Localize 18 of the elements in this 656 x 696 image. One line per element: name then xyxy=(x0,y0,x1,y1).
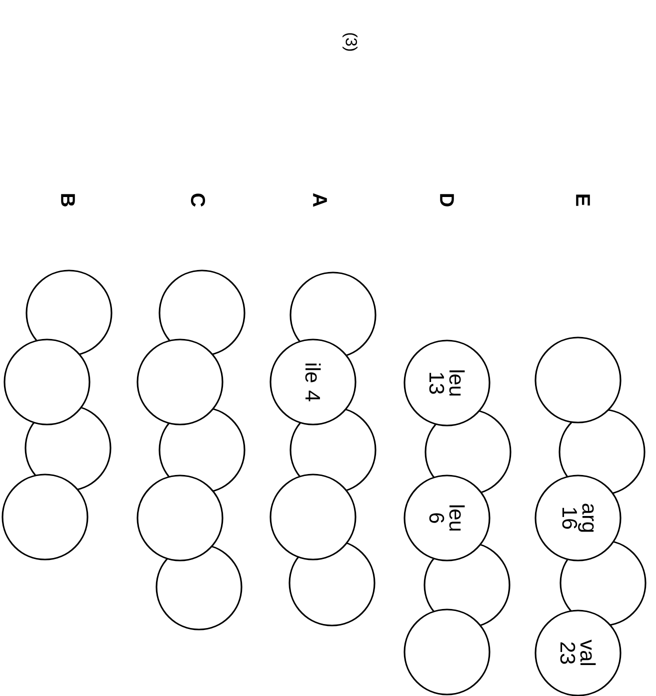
residue-circle xyxy=(158,270,246,356)
residue-circle xyxy=(404,608,490,696)
residue-circle xyxy=(4,338,90,426)
residue-circle xyxy=(136,338,224,426)
node-label: val 23 xyxy=(560,640,596,666)
row-label: C xyxy=(190,194,206,207)
residue-circle xyxy=(136,474,224,562)
row-label: E xyxy=(576,194,590,206)
residue-circle xyxy=(270,474,356,560)
row-label: D xyxy=(440,194,454,206)
row-label: A xyxy=(313,193,327,207)
residue-circle xyxy=(26,270,112,356)
residue-circle xyxy=(2,474,88,560)
residue-circle xyxy=(534,336,622,424)
residue-circle xyxy=(156,544,242,630)
row-label: B xyxy=(61,194,75,206)
figure-number: (3) xyxy=(342,33,358,51)
residue-circle xyxy=(290,272,376,358)
